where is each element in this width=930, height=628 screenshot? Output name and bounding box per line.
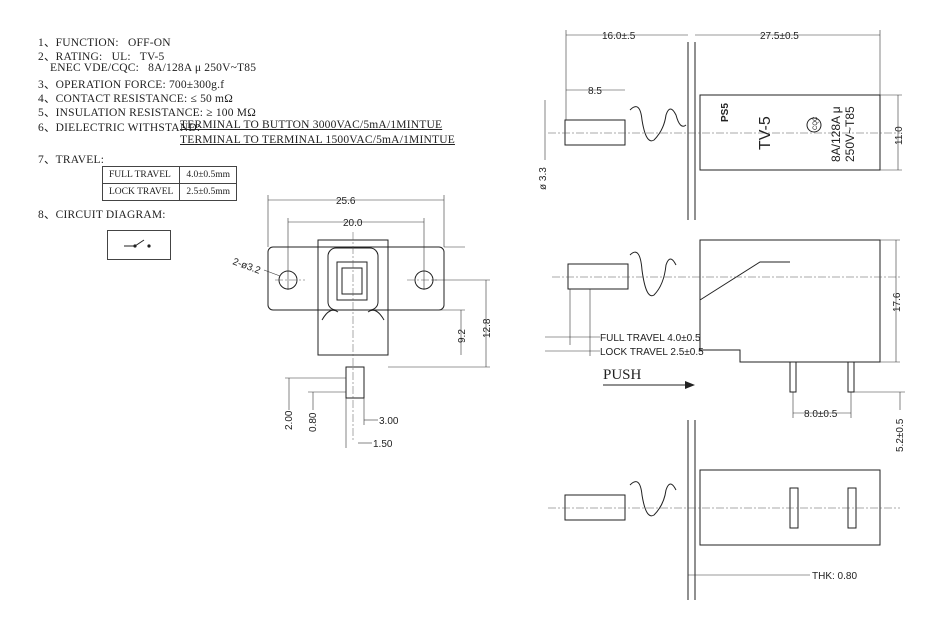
spec-contact-resistance: 4、CONTACT RESISTANCE: ≤ 50 mΩ [38,93,233,105]
spec-travel-label: 7、TRAVEL: [38,154,105,166]
marking-cqc: CQC [813,116,819,130]
marking-voltage: 250V~T85 [843,106,857,162]
table-row: FULL TRAVEL 4.0±0.5mm [101,166,238,184]
dim-pin-pitch: 8.0±0.5 [804,409,838,420]
travel-name: LOCK TRAVEL [101,183,181,201]
side-view-bottom: THK: 0.80 [548,420,900,600]
dim-h1: 9.2 [457,329,468,343]
spec-circuit-label: 8、CIRCUIT DIAGRAM: [38,209,166,221]
spec-dielectric-label: 6、DIELECTRIC WITHSTAND: [38,122,201,134]
dim-body-len: 27.5±0.5 [760,31,799,42]
travel-value: 2.5±0.5mm [179,183,238,201]
dim-stem: 8.5 [588,86,602,97]
dim-width: 25.6 [336,196,356,207]
marking-model: PS5 [720,103,731,122]
travel-table: FULL TRAVEL 4.0±0.5mm LOCK TRAVEL 2.5±0.… [101,166,238,201]
dim-stem-dia: ø 3.3 [538,167,549,190]
lock-travel-label: LOCK TRAVEL 2.5±0.5 [600,347,704,358]
dim-h2: 12.8 [482,318,493,338]
spec-rating: 2、RATING: UL: TV-5 [38,51,165,63]
dim-t4: 1.50 [373,439,393,450]
push-label: PUSH [603,367,642,383]
spec-dielectric-1: TERMINAL TO BUTTON 3000VAC/5mA/1MINTUE [180,119,443,131]
switch-symbol-icon [124,239,151,248]
dim-t1: 2.00 [284,410,295,430]
dim-thickness: THK: 0.80 [812,571,857,582]
dim-height: 17.6 [892,292,903,312]
spec-function: 1、FUNCTION: OFF-ON [38,37,171,49]
dim-button-len: 16.0±.5 [602,31,636,42]
dim-t2: 0.80 [308,412,319,432]
full-travel-label: FULL TRAVEL 4.0±0.5 [600,333,701,344]
marking-type: TV-5 [757,116,774,150]
dim-holes: 2-ø3.2 [231,256,262,276]
spec-insulation-resistance: 5、INSULATION RESISTANCE: ≥ 100 MΩ [38,107,256,119]
spec-operation-force: 3、OPERATION FORCE: 700±300g.f [38,79,225,91]
spec-rating-enec: ENEC VDE/CQC: 8A/128A μ 250V~T85 [50,62,257,74]
spec-dielectric-2: TERMINAL TO TERMINAL 1500VAC/5mA/1MINTUE [180,134,455,146]
marking-rating: 8A/128A μ [829,106,843,162]
side-view-top: 16.0±.5 27.5±0.5 8.5 ø 3.3 11.0 PS5 TV-5… [538,30,905,220]
dim-pin-len: 5.2±0.5 [895,418,906,452]
circuit-diagram [107,230,171,260]
front-view: 25.6 20.0 2-ø3.2 9.2 12.8 2.00 0.80 3.00… [231,195,493,450]
dim-t3: 3.00 [379,416,399,427]
side-view-middle: 17.6 FULL TRAVEL 4.0±0.5 LOCK TRAVEL 2.5… [545,239,906,452]
dim-body-h: 11.0 [894,126,905,145]
arrow-right-icon [685,381,695,389]
table-row: LOCK TRAVEL 2.5±0.5mm [101,183,238,201]
dim-hole-pitch: 20.0 [343,218,363,229]
